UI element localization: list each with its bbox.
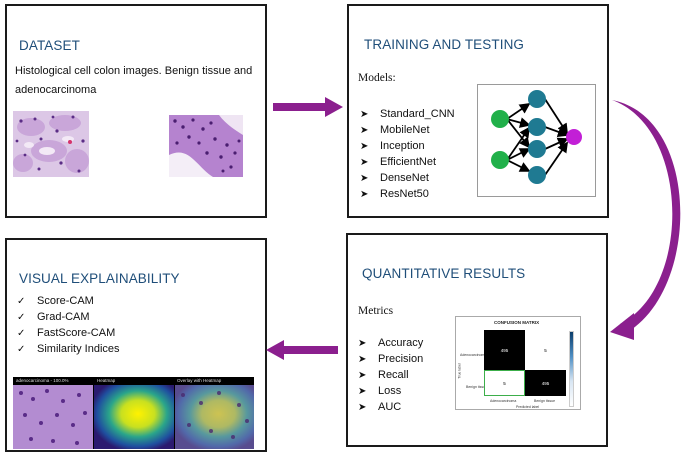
matrix-row-label: Adenocarcinoma [460,353,487,357]
strip-label: adenocarcinoma - 100.0% [16,378,69,383]
list-item: ➤Inception [360,140,425,152]
list-item: ➤Recall [358,369,409,381]
flow-arrow-right [273,97,343,117]
neural-network-diagram [477,84,596,197]
list-item: ➤DenseNet [360,172,429,184]
training-title: TRAINING AND TESTING [364,37,525,52]
list-item: ➤Standard_CNN [360,108,455,120]
matrix-col-label: Benign tissue [534,399,556,403]
models-list: ➤Standard_CNN ➤MobileNet ➤Inception ➤Eff… [360,106,455,202]
list-item: ➤Loss [358,385,402,397]
matrix-col-label: Adenocarcinoma [490,399,517,403]
list-item: ✓Similarity Indices [17,343,120,355]
list-item: ➤AUC [358,401,402,413]
list-item: ➤ResNet50 [360,188,429,200]
heatmap-strip: adenocarcinoma - 100.0% Heatmap Overlay … [13,377,254,449]
models-label: Models: [358,72,396,84]
matrix-cell: 5 [525,330,566,370]
list-item: ➤MobileNet [360,124,430,136]
strip-label: Overlay with Heatmap [177,378,222,383]
matrix-cell: 5 [484,370,525,396]
list-item: ➤Precision [358,353,424,365]
visual-title: VISUAL EXPLAINABILITY [19,271,180,286]
dataset-title: DATASET [19,38,80,53]
matrix-cell: 495 [484,330,525,370]
matrix-ylabel: True label [457,363,462,379]
quantitative-title: QUANTITATIVE RESULTS [362,266,526,281]
list-item: ✓Score-CAM [17,295,94,307]
matrix-title: CONFUSION MATRIX [494,320,540,325]
list-item: ✓Grad-CAM [17,311,90,323]
matrix-xlabel: Predicted label [516,405,540,409]
matrix-colorbar [569,331,574,407]
dataset-description: Histological cell colon images. Benign t… [15,65,253,96]
list-item: ✓FastScore-CAM [17,327,116,339]
metrics-label: Metrics [358,305,394,317]
adenocarcinoma-image [169,115,243,177]
flow-arrow-curved [610,100,681,340]
visual-list: ✓Score-CAM ✓Grad-CAM ✓FastScore-CAM ✓Sim… [17,293,120,357]
strip-label: Heatmap [97,378,116,383]
benign-tissue-image [13,111,89,177]
metrics-list: ➤Accuracy ➤Precision ➤Recall ➤Loss ➤AUC [358,335,423,415]
list-item: ➤EfficientNet [360,156,437,168]
flow-arrow-left [266,340,338,360]
matrix-row-label: Benign tissue [466,385,488,389]
list-item: ➤Accuracy [358,337,424,349]
confusion-matrix: CONFUSION MATRIX True label Adenocarcino… [455,316,581,410]
matrix-cell: 495 [525,370,566,396]
